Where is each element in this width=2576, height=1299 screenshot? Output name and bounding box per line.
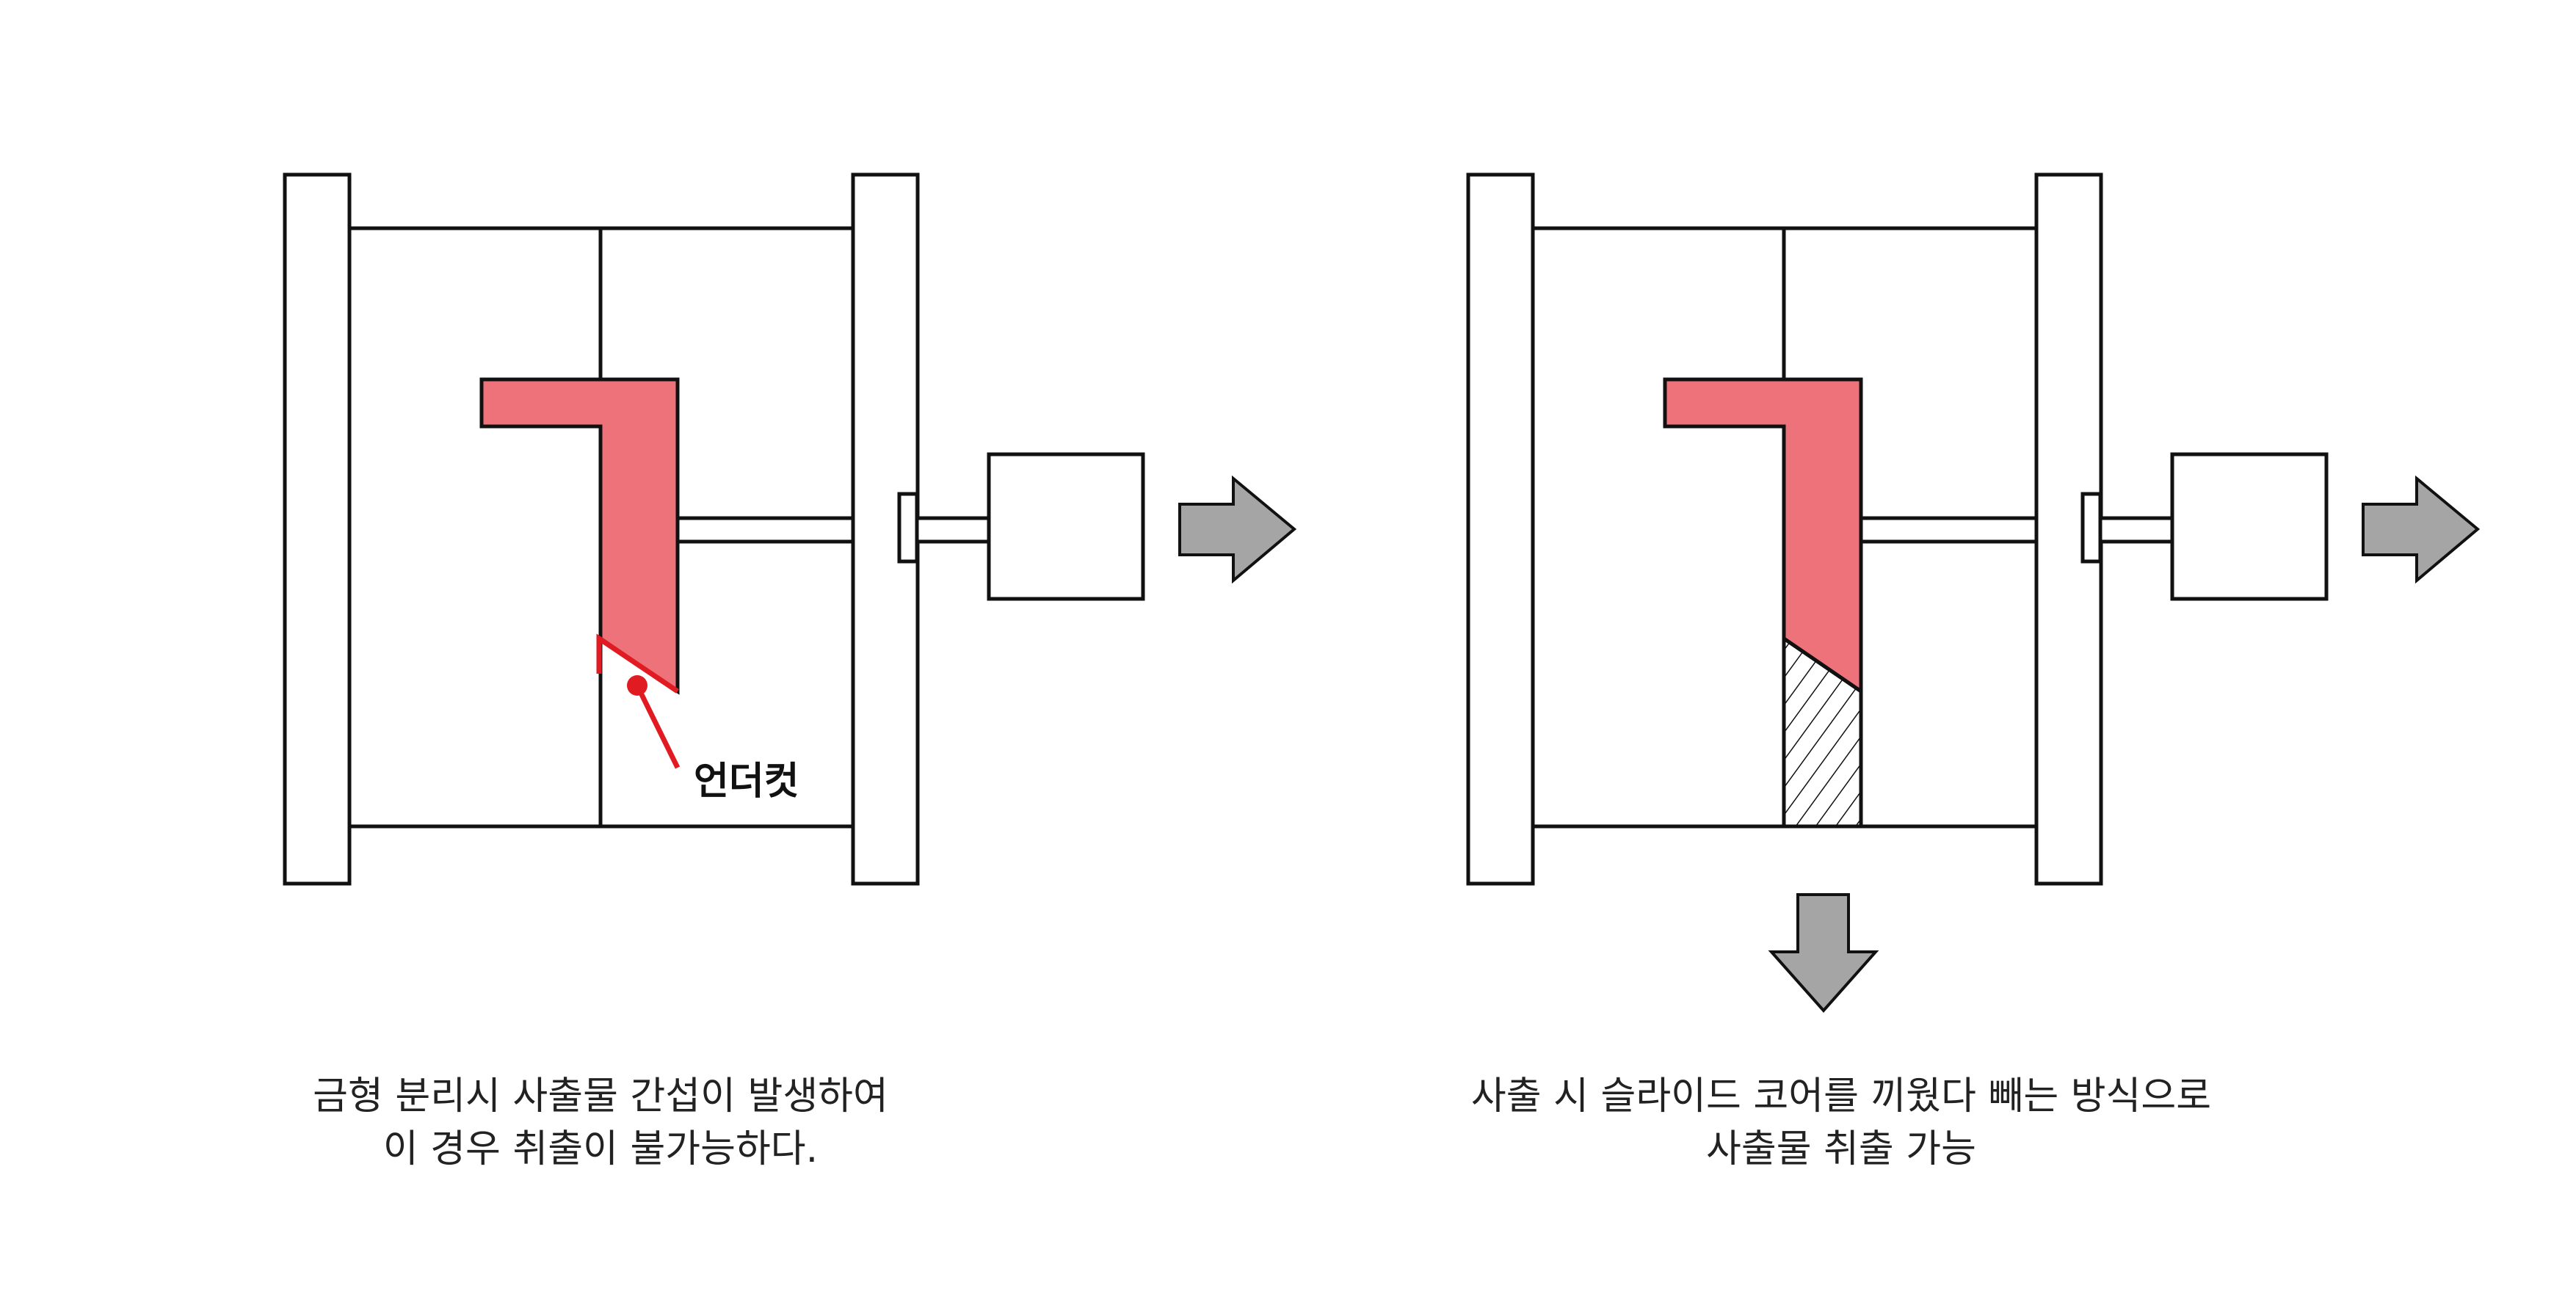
right-cylinder-box bbox=[2170, 452, 2329, 601]
undercut-leader-line bbox=[634, 684, 681, 769]
right-caption-line2: 사출물 취출 가능 bbox=[1706, 1127, 1976, 1171]
right-ejection-arrow-right bbox=[2362, 475, 2481, 584]
right-ejector-plate bbox=[2080, 492, 2102, 564]
left-mold-assembly bbox=[283, 172, 1145, 886]
left-undercut-marker: 언더컷 bbox=[596, 633, 799, 804]
left-caption-line1: 금형 분리시 사출물 간섭이 발생하여 bbox=[313, 1074, 888, 1118]
right-slide-arrow-down bbox=[1768, 893, 1879, 1014]
left-cylinder-rod bbox=[915, 516, 991, 544]
right-ejector-rod bbox=[1859, 516, 2039, 544]
undercut-label: 언더컷 bbox=[694, 760, 799, 804]
right-cylinder-rod bbox=[2098, 516, 2174, 544]
left-ejector-rod bbox=[675, 516, 855, 544]
left-ejector-plate bbox=[897, 492, 919, 564]
right-slide-core bbox=[1782, 635, 1863, 829]
left-ejection-arrow-right bbox=[1178, 475, 1297, 584]
right-caption-line1: 사출 시 슬라이드 코어를 끼웠다 빼는 방식으로 bbox=[1470, 1074, 2212, 1118]
right-caption: 사출 시 슬라이드 코어를 끼웠다 빼는 방식으로 사출물 취출 가능 bbox=[1437, 1070, 2245, 1176]
right-fixed-platen bbox=[1466, 172, 1535, 886]
left-caption-line2: 이 경우 취출이 불가능하다. bbox=[382, 1127, 819, 1171]
left-fixed-platen bbox=[283, 172, 352, 886]
left-caption: 금형 분리시 사출물 간섭이 발생하여 이 경우 취출이 불가능하다. bbox=[197, 1070, 1004, 1176]
undercut-outline bbox=[596, 633, 679, 694]
right-mold-assembly bbox=[1466, 172, 2329, 886]
left-cylinder-box bbox=[987, 452, 1145, 601]
